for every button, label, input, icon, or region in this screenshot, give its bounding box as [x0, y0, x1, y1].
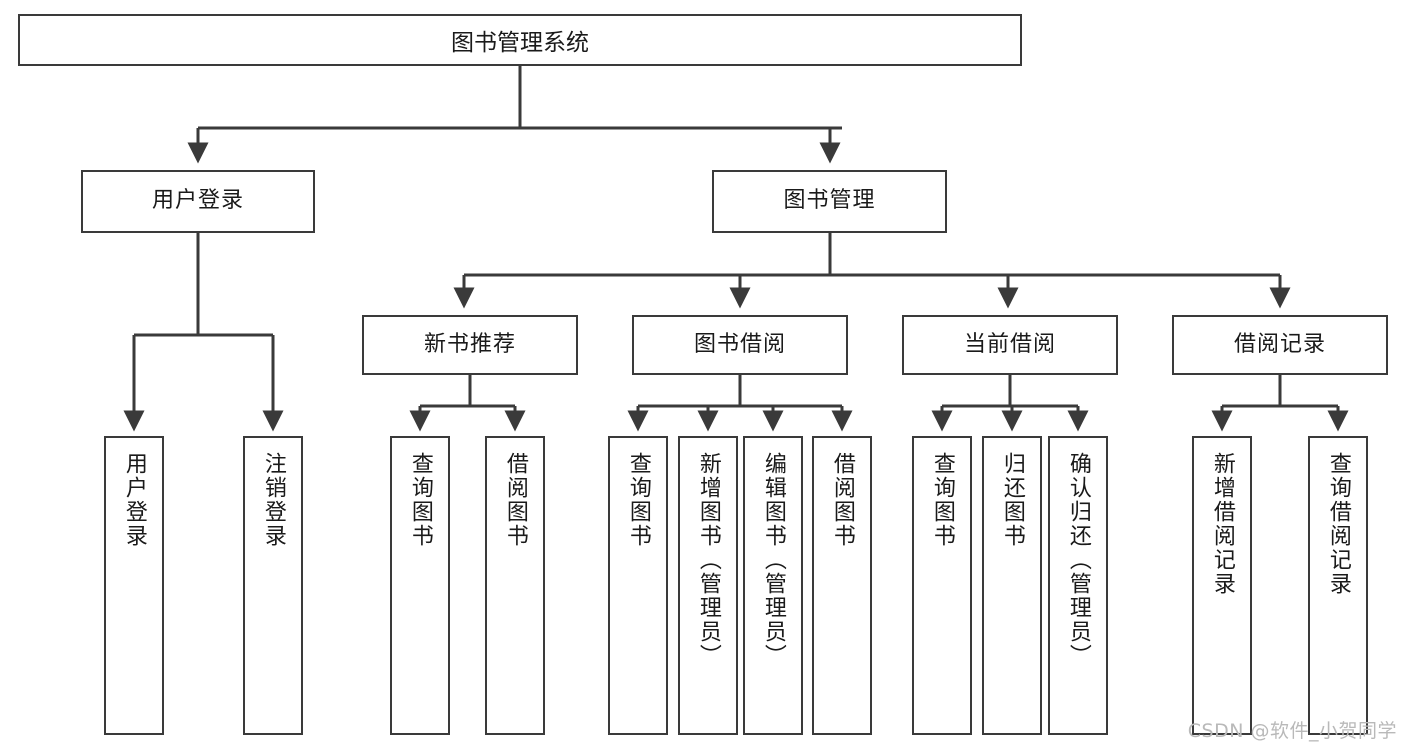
node-label: 新书推荐: [423, 331, 516, 357]
watermark-text: CSDN @软件_小贺同学: [1187, 720, 1397, 742]
leaf-current-query-books[interactable]: 查询图书: [912, 436, 972, 735]
leaf-user-login[interactable]: 用户登录: [104, 436, 164, 735]
leaf-borrow-edit-book-admin[interactable]: 编辑图书（管理员）: [743, 436, 803, 735]
node-borrow-records[interactable]: 借阅记录: [1172, 315, 1388, 375]
leaf-borrow-borrow-books[interactable]: 借阅图书: [812, 436, 872, 735]
node-label: 查询图书: [625, 452, 651, 548]
leaf-records-query-record[interactable]: 查询借阅记录: [1308, 436, 1368, 735]
node-label: 用户登录: [151, 188, 244, 214]
node-label: 新增图书（管理员）: [695, 452, 721, 668]
leaf-records-add-record[interactable]: 新增借阅记录: [1192, 436, 1252, 735]
leaf-borrow-query-books[interactable]: 查询图书: [608, 436, 668, 735]
leaf-recommend-query-books[interactable]: 查询图书: [390, 436, 450, 735]
node-book-management[interactable]: 图书管理: [712, 170, 947, 233]
leaf-borrow-add-book-admin[interactable]: 新增图书（管理员）: [678, 436, 738, 735]
node-label: 当前借阅: [963, 331, 1056, 357]
node-label: 确认归还（管理员）: [1065, 452, 1091, 668]
node-label: 图书管理: [783, 188, 876, 214]
node-label: 借阅图书: [829, 452, 855, 548]
leaf-current-return-books[interactable]: 归还图书: [982, 436, 1042, 735]
node-label: 新增借阅记录: [1209, 452, 1235, 596]
node-user-login[interactable]: 用户登录: [81, 170, 315, 233]
node-current-borrow[interactable]: 当前借阅: [902, 315, 1118, 375]
node-label: 查询借阅记录: [1325, 452, 1351, 596]
node-label: 用户登录: [121, 452, 147, 548]
leaf-current-confirm-return-admin[interactable]: 确认归还（管理员）: [1048, 436, 1108, 735]
node-label: 图书管理系统: [451, 30, 589, 56]
node-label: 编辑图书（管理员）: [760, 452, 786, 668]
node-label: 借阅记录: [1233, 331, 1326, 357]
node-new-book-recommend[interactable]: 新书推荐: [362, 315, 578, 375]
node-label: 借阅图书: [502, 452, 528, 548]
node-label: 图书借阅: [693, 331, 786, 357]
node-book-borrow[interactable]: 图书借阅: [632, 315, 848, 375]
node-label: 查询图书: [407, 452, 433, 548]
node-label: 注销登录: [260, 452, 286, 548]
node-root-book-management-system[interactable]: 图书管理系统: [18, 14, 1022, 66]
leaf-user-logout[interactable]: 注销登录: [243, 436, 303, 735]
node-label: 归还图书: [999, 452, 1025, 548]
node-label: 查询图书: [929, 452, 955, 548]
leaf-recommend-borrow-books[interactable]: 借阅图书: [485, 436, 545, 735]
